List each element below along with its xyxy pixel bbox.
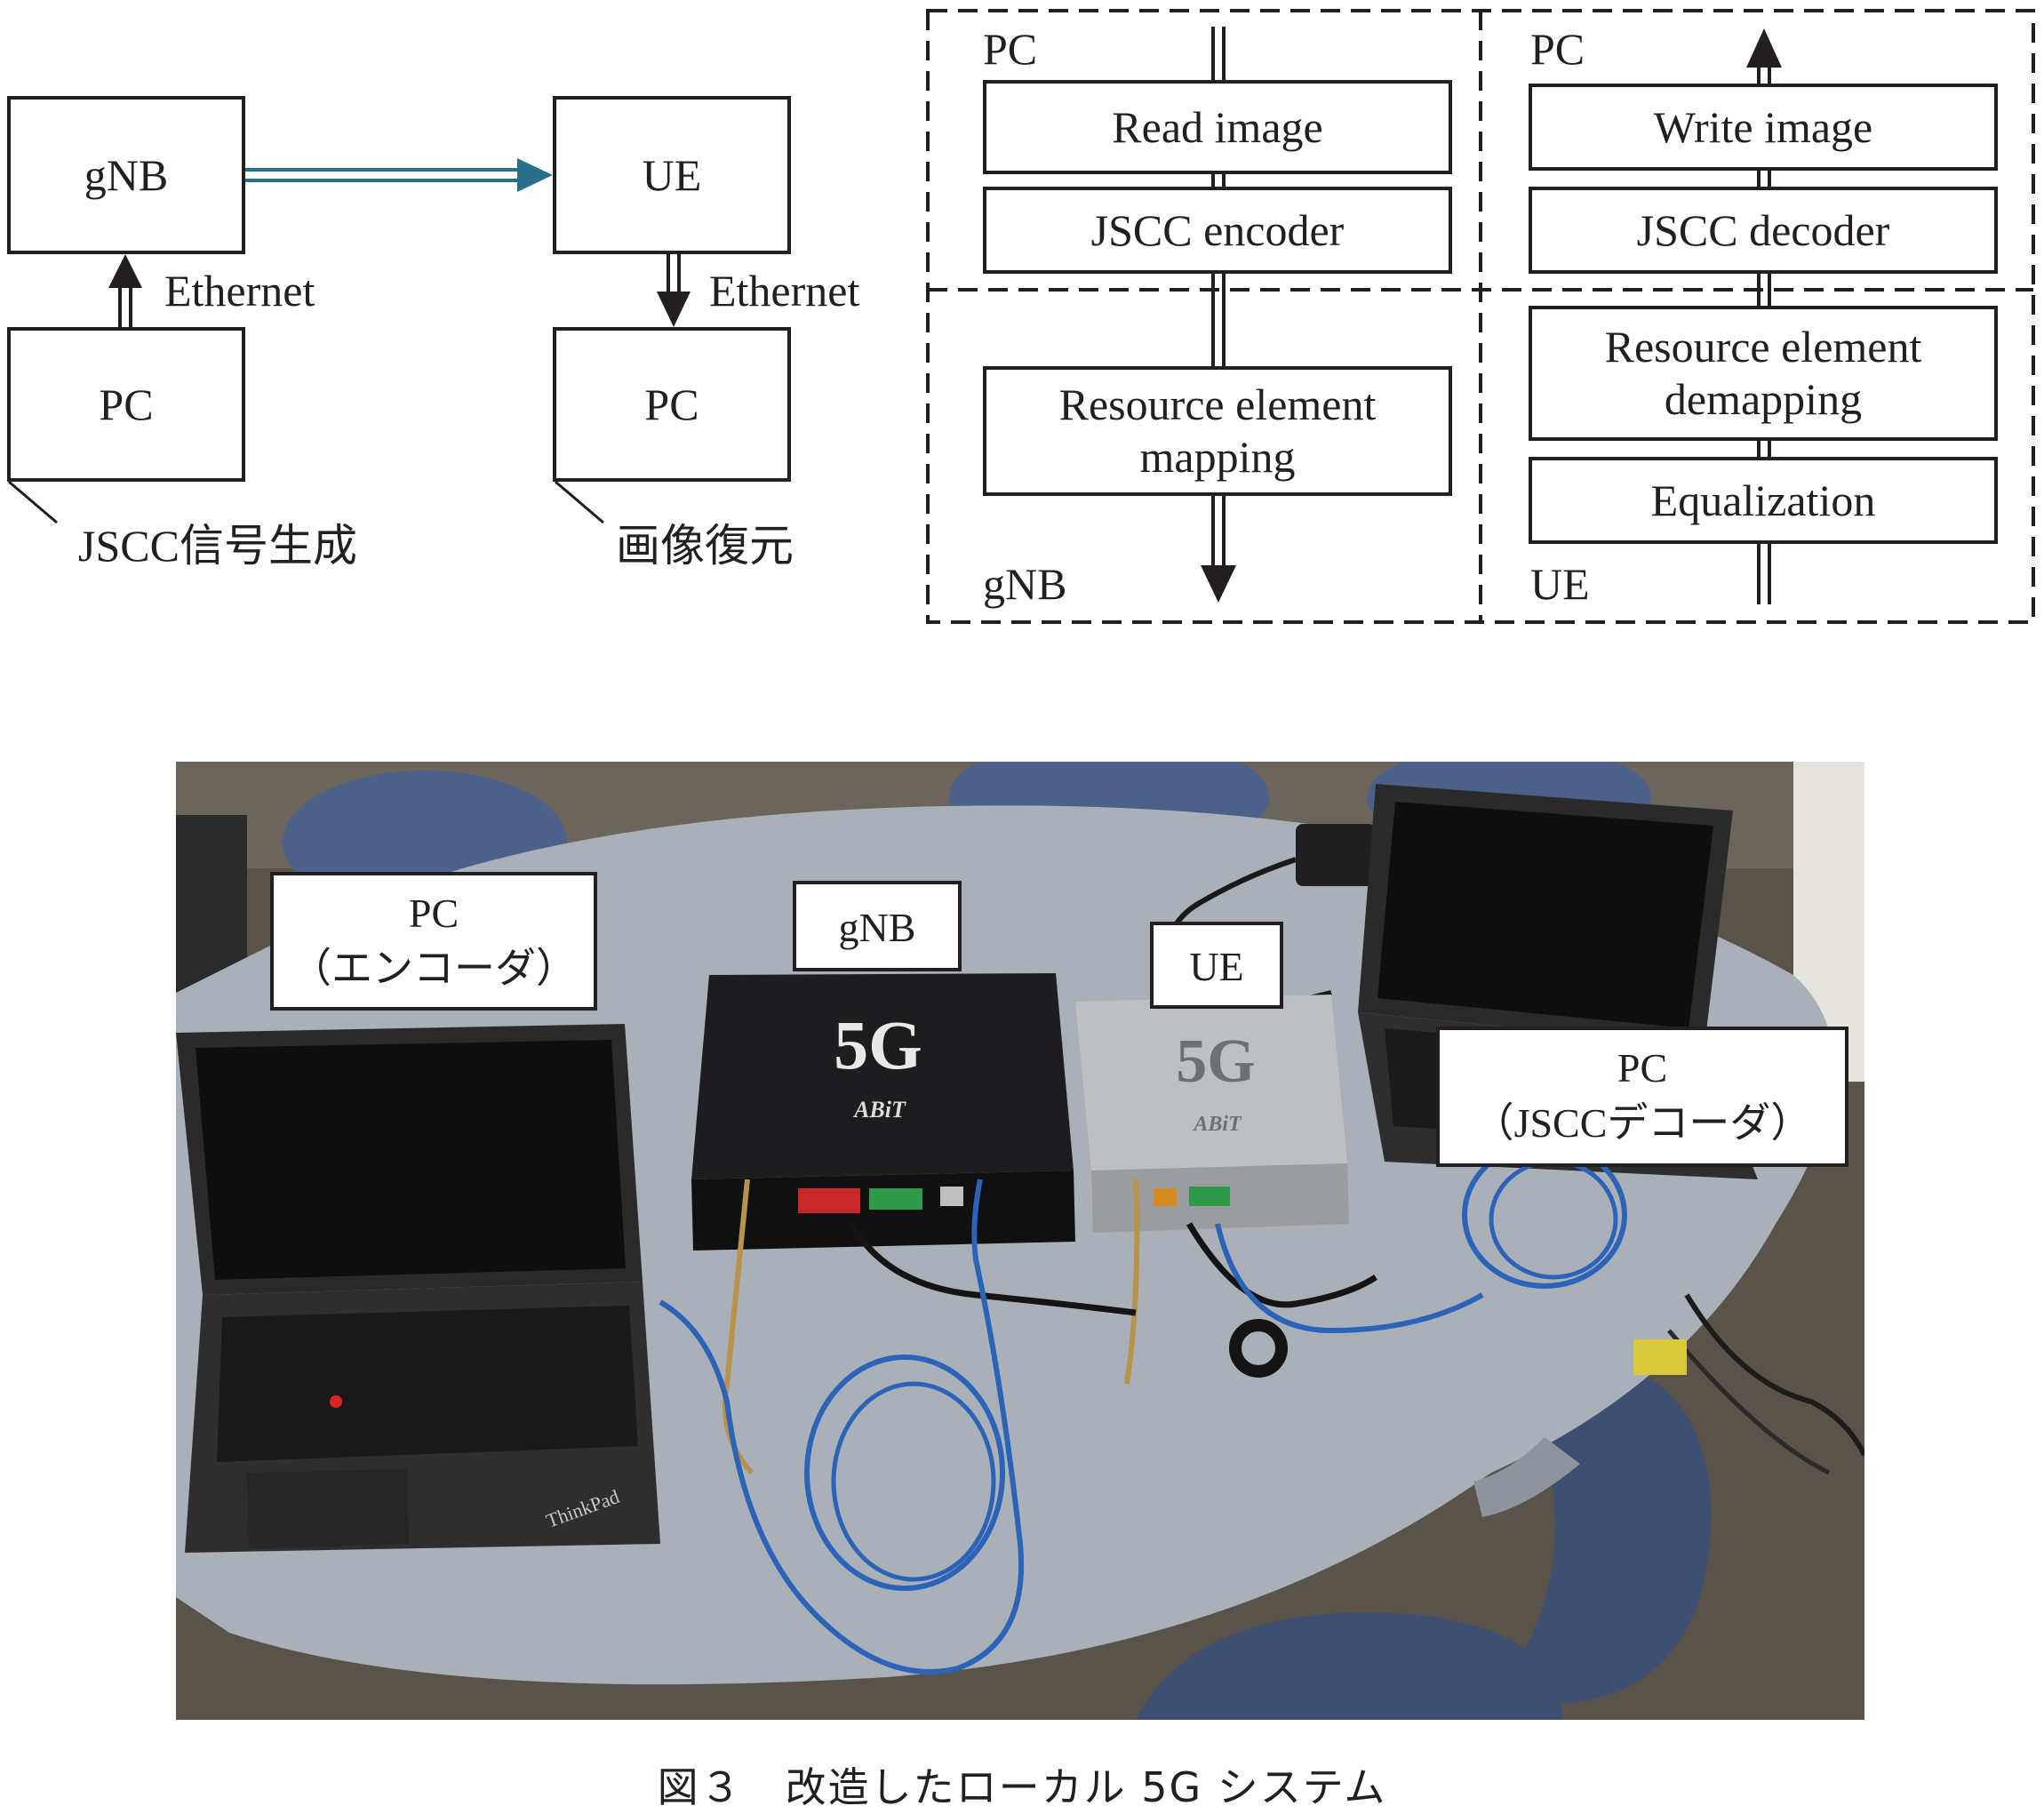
pc-rx-note-leader	[555, 480, 604, 524]
read-image-block: Read image	[983, 80, 1452, 174]
pc-tx-note-leader	[8, 480, 58, 524]
resource-element-mapping-label: Resource element mapping	[1058, 380, 1377, 482]
system-photo: ThinkPad 5G ABiT 5G ABiT	[176, 762, 1864, 1720]
equalization-block: Equalization	[1529, 457, 1998, 544]
jscc-encoder-label: JSCC encoder	[1090, 204, 1345, 255]
resource-element-mapping-block: Resource element mapping	[983, 366, 1452, 496]
pc-rx-note: 画像復元	[616, 521, 794, 571]
pc-rx-block: PC	[553, 327, 791, 482]
ethernet-rx-arrow	[657, 254, 691, 327]
photo-label-ue: UE	[1150, 922, 1283, 1009]
gnb-block-label: gNB	[84, 149, 169, 200]
figure-caption: 図３ 改造したローカル 5G システム	[657, 1763, 1387, 1811]
write-image-block: Write image	[1529, 84, 1998, 171]
photo-label-gnb-text: gNB	[839, 905, 916, 950]
tx-gnb-region-label: gNB	[983, 559, 1067, 609]
write-image-label: Write image	[1653, 101, 1873, 152]
jscc-encoder-block: JSCC encoder	[983, 187, 1452, 274]
resource-element-demapping-block: Resource element demapping	[1529, 306, 1998, 441]
ue-device: 5G ABiT	[1075, 995, 1349, 1233]
wireless-link-arrow	[244, 158, 553, 192]
gnb-device-5g-text: 5G	[834, 1006, 922, 1083]
photo-label-pc-decoder-line1: PC	[1617, 1045, 1667, 1091]
ethernet-cable-gnb	[659, 1179, 1025, 1674]
gnb-block: gNB	[7, 96, 245, 254]
left-diagram-connectors	[8, 158, 691, 524]
photo-label-gnb: gNB	[793, 881, 962, 971]
pc-rx-block-label: PC	[644, 379, 699, 429]
ue-block-label: UE	[642, 149, 702, 200]
resource-element-demapping-label: Resource element demapping	[1604, 322, 1922, 424]
ethernet-tx-label: Ethernet	[164, 266, 315, 316]
gnb-device-brand: ABiT	[852, 1097, 906, 1123]
photo-label-pc-decoder: PC （JSCCデコーダ）	[1436, 1027, 1848, 1167]
pc-tx-block-label: PC	[99, 379, 154, 429]
photo-label-ue-text: UE	[1189, 944, 1243, 989]
ue-device-brand: ABiT	[1192, 1113, 1242, 1136]
read-image-label: Read image	[1112, 101, 1323, 152]
gnb-device: 5G ABiT	[691, 973, 1075, 1251]
system-photo-illustration: ThinkPad 5G ABiT 5G ABiT	[176, 762, 1864, 1720]
laptop-left: ThinkPad	[176, 1024, 660, 1553]
ethernet-rx-label: Ethernet	[709, 266, 860, 316]
photo-label-pc-decoder-line2: （JSCCデコーダ）	[1473, 1100, 1812, 1146]
equalization-label: Equalization	[1650, 475, 1876, 525]
rx-ue-region-label: UE	[1530, 559, 1590, 609]
jscc-decoder-block: JSCC decoder	[1529, 187, 1998, 274]
pc-tx-note: JSCC信号生成	[78, 521, 357, 571]
ethernet-cable-ue	[1215, 1223, 1484, 1334]
tx-pc-region-label: PC	[983, 24, 1038, 74]
photo-label-pc-encoder-line1: PC	[409, 891, 459, 936]
jscc-decoder-label: JSCC decoder	[1636, 204, 1890, 255]
ue-device-5g-text: 5G	[1176, 1027, 1255, 1096]
pc-tx-block: PC	[7, 327, 245, 482]
rx-pc-region-label: PC	[1530, 24, 1585, 74]
ue-block: UE	[553, 96, 791, 254]
photo-label-pc-encoder: PC （エンコーダ）	[270, 872, 597, 1011]
power-adapter	[1296, 824, 1376, 886]
photo-label-pc-encoder-line2: （エンコーダ）	[291, 946, 577, 991]
ethernet-tx-arrow	[108, 254, 142, 327]
